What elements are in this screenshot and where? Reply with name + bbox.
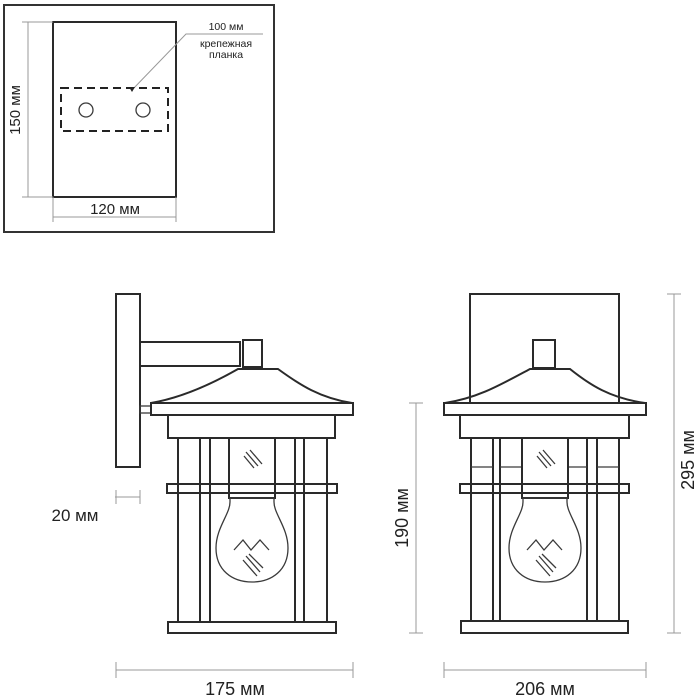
upper-band [459,414,630,439]
depth-offset-label: 20 мм [51,506,98,525]
mounting-plate-outline [52,21,177,198]
plate-height-label: 150 мм [7,85,24,135]
total-height-label: 295 мм [678,430,698,490]
lantern-front-view: 190 мм 295 мм 206 мм [392,293,698,699]
screw-hole-right [135,102,151,118]
glass-mark-icon [536,449,556,469]
front-width-dimension [443,662,647,678]
bracket-size-label: 100 мм [209,21,244,33]
finial [242,339,263,368]
panel-border [3,4,275,233]
socket [228,437,276,499]
total-height-dimension [667,293,681,634]
screw-hole-left [78,102,94,118]
bracket-name-line1: крепежная [200,38,252,50]
finial [532,339,556,369]
roof [444,368,646,404]
middle-band [166,483,338,494]
height-dimension-line [22,21,53,198]
upper-band [167,414,336,439]
frame-posts [177,438,328,622]
side-width-label: 175 мм [205,679,265,699]
body-height-dimension [409,402,423,634]
arm-stub [139,405,152,414]
roof [150,368,353,404]
leader-arrow-icon [129,87,135,92]
light-bulb-icon [508,497,582,583]
roof-base [150,402,354,416]
middle-band [459,483,630,494]
bracket-name-line2: планка [209,49,243,61]
bottom-band [167,621,337,634]
glass-mark-icon [243,449,263,469]
frame-posts [470,438,620,621]
roof-base [443,402,647,416]
socket [521,437,569,499]
bottom-band [460,620,629,634]
wall-plate [115,293,141,468]
wall-arm [139,341,241,367]
body-height-label: 190 мм [392,488,412,548]
bracket-leader-line [131,33,263,91]
depth-offset-dimension [115,490,141,504]
light-bulb-icon [215,497,289,583]
side-width-dimension [115,662,354,678]
mounting-bracket-dashed [60,87,169,132]
lantern-side-view: 20 мм 175 мм [51,293,354,699]
mounting-plate-panel: 150 мм 120 мм 100 мм крепежная планка [3,4,275,233]
plate-width-label: 120 мм [90,201,140,218]
front-width-label: 206 мм [515,679,575,699]
width-dimension-line [52,197,177,222]
